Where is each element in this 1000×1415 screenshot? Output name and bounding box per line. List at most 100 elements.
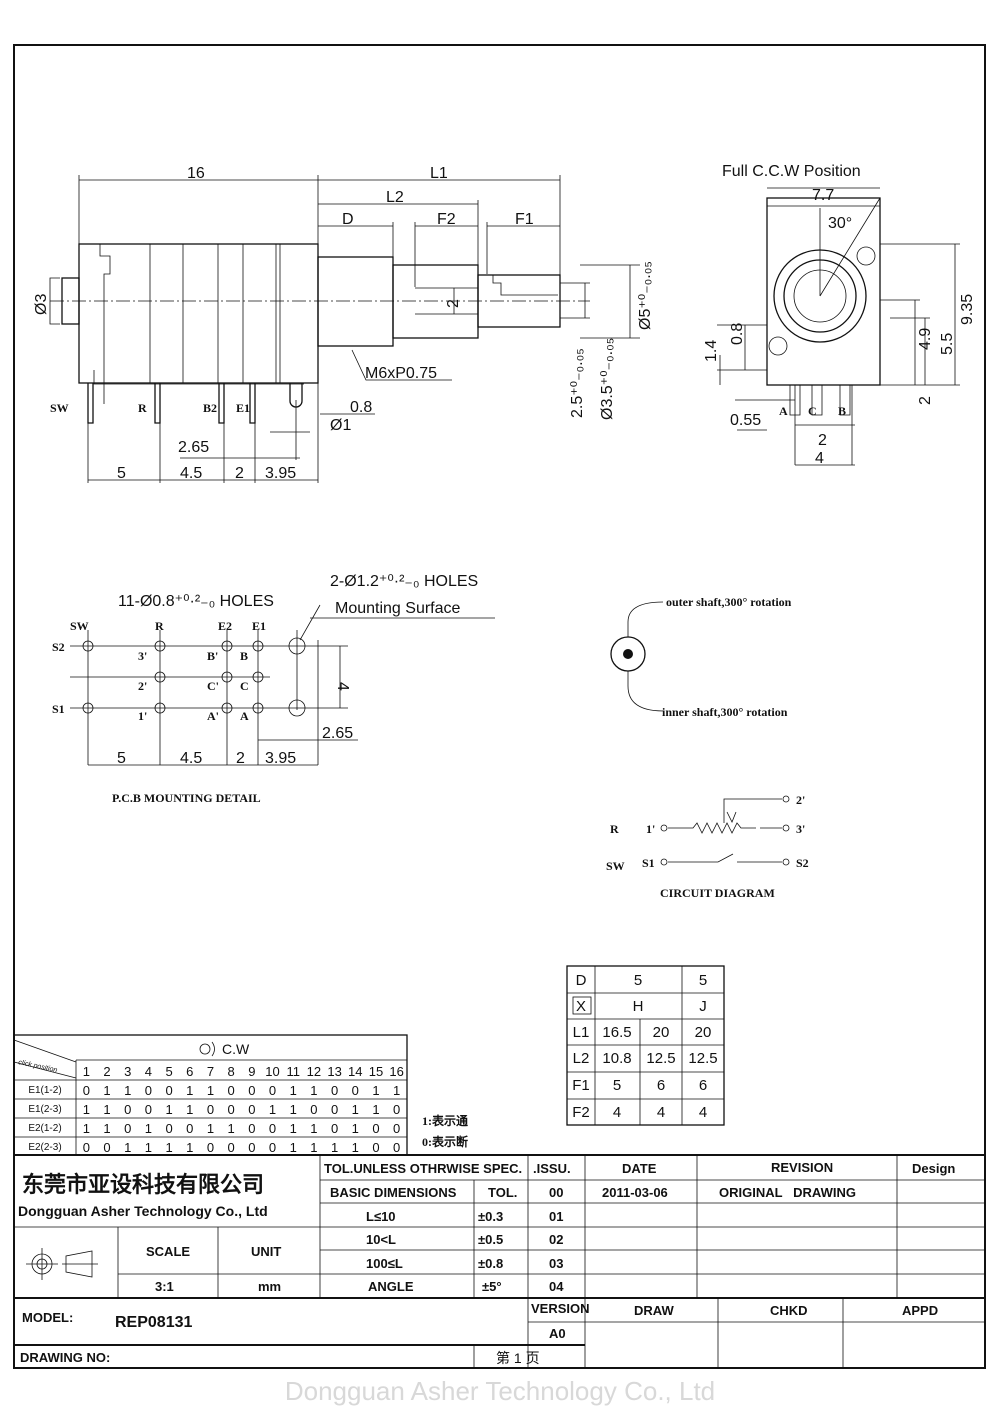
scale-label: SCALE [146,1244,190,1259]
encoder-cell: 0 [269,1083,276,1098]
encoder-cell: 1 [372,1083,379,1098]
position-header: 2 [103,1064,110,1079]
encoder-cell: 0 [331,1102,338,1117]
pin-label-b2: B2 [203,401,217,415]
circuit-r: R [610,822,619,836]
encoder-cell: 1 [310,1083,317,1098]
projection-symbol-icon [26,1248,98,1280]
dim-table-cell: 5 [613,1077,621,1094]
encoder-cell: 1 [352,1121,359,1136]
legend-1: 1:表示通 [422,1113,468,1128]
dim-2-side: 2 [818,432,827,449]
tol-value: ±0.5 [478,1232,503,1247]
pcb-pin-cp: C' [207,679,219,693]
position-header: 10 [265,1064,279,1079]
company-name-cn: 东莞市亚设科技有限公司 [22,1172,264,1197]
pcb-caption: P.C.B MOUNTING DETAIL [112,791,261,805]
encoder-row-label: E2(2-3) [28,1142,61,1153]
tol-value: ±0.3 [478,1209,503,1224]
encoder-cell: 1 [310,1140,317,1155]
dim-table-cell: X [576,998,586,1015]
encoder-cell: 0 [248,1083,255,1098]
dim-L2: L2 [386,189,404,206]
encoder-cell: 0 [331,1083,338,1098]
dim-2: 2 [445,299,462,308]
encoder-cell: 1 [207,1121,214,1136]
position-header: 15 [369,1064,383,1079]
date-value: 2011-03-06 [602,1185,668,1200]
encoder-row-label: E1(1-2) [28,1085,61,1096]
unit-label: UNIT [251,1244,281,1259]
position-header: 8 [228,1064,235,1079]
encoder-cell: 0 [124,1121,131,1136]
dim-0-55: 0.55 [730,412,761,429]
dim-table-cell: 4 [657,1104,665,1121]
tol-range: ANGLE [368,1279,414,1294]
encoder-cell: 1 [228,1121,235,1136]
encoder-cell: 0 [124,1102,131,1117]
encoder-row-label: E2(1-2) [28,1123,61,1134]
dim-table-cell: 12.5 [688,1050,717,1067]
dim-9-35: 9.35 [959,294,976,325]
dim-phi3: Ø3 [33,294,50,315]
encoder-cell: 1 [83,1102,90,1117]
dim-table-cell: 6 [657,1077,665,1094]
encoder-cell: 0 [393,1102,400,1117]
dim-5-5: 5.5 [939,333,956,355]
encoder-cell: 0 [393,1121,400,1136]
thread-label: M6xP0.75 [365,365,437,382]
encoder-cell: 1 [331,1140,338,1155]
dim-2-65: 2.65 [178,439,209,456]
mounting-surface-label: Mounting Surface [335,600,461,617]
dim-table-cell: 16.5 [602,1024,631,1041]
dim-2-5: 2.5⁺⁰₋₀.₀₅ [569,348,586,418]
revision-header: REVISION [771,1160,833,1175]
pin-label-e1: E1 [236,401,250,415]
tol-label: TOL. [488,1185,517,1200]
encoder-cell: 1 [103,1102,110,1117]
issue-04: 04 [549,1279,564,1294]
front-view: 16 L1 L2 D F2 F1 Ø3 2 Ø5⁺⁰₋₀.₀₅ 2.5⁺⁰₋₀.… [33,165,654,483]
issue-03: 03 [549,1256,563,1271]
encoder-cell: 0 [145,1102,152,1117]
outer-shaft [392,264,479,339]
dim-7-7: 7.7 [812,187,834,204]
encoder-body [78,243,319,384]
position-header: 16 [389,1064,403,1079]
pcb-dim-3-95: 3.95 [265,750,296,767]
position-header: 4 [145,1064,152,1079]
inner-shaft-note: inner shaft,300° rotation [662,705,788,719]
dim-L1: L1 [430,165,448,182]
appd-header: APPD [902,1303,938,1318]
pcb-mounting-detail: 11-Ø0.8⁺⁰·²₋₀ HOLES 2-Ø1.2⁺⁰·²₋₀ HOLES M… [52,573,495,805]
version-label: VERSION [531,1301,590,1316]
encoder-cell: 1 [290,1140,297,1155]
encoder-cell: 0 [372,1121,379,1136]
dim-4-5: 4.5 [180,465,202,482]
encoder-cell: 0 [145,1083,152,1098]
position-header: 13 [327,1064,341,1079]
encoder-cell: 0 [207,1140,214,1155]
dim-F1: F1 [515,211,534,228]
pcb-dim-4: 4 [334,682,351,691]
dim-table-cell: 5 [634,972,642,989]
design-header: Design [912,1161,955,1176]
encoder-cell: 1 [372,1102,379,1117]
holes-large-label: 2-Ø1.2⁺⁰·²₋₀ HOLES [330,573,478,590]
circuit-caption: CIRCUIT DIAGRAM [660,886,775,900]
pcb-dim-4-5: 4.5 [180,750,202,767]
dim-16: 16 [187,165,205,182]
encoder-cell: 1 [352,1102,359,1117]
pin-c: C [808,404,817,418]
pcb-pin-1p: 1' [138,709,147,723]
encoder-cell: 1 [310,1121,317,1136]
encoder-cell: 0 [372,1140,379,1155]
encoder-cell: 1 [290,1121,297,1136]
pcb-pin-b: B [240,649,248,663]
encoder-cell: 0 [352,1083,359,1098]
dim-table-cell: 12.5 [646,1050,675,1067]
position-header: 1 [83,1064,90,1079]
dim-table-cell: 6 [699,1077,707,1094]
dim-table-cell: F2 [572,1104,590,1121]
encoder-cell: 1 [165,1140,172,1155]
